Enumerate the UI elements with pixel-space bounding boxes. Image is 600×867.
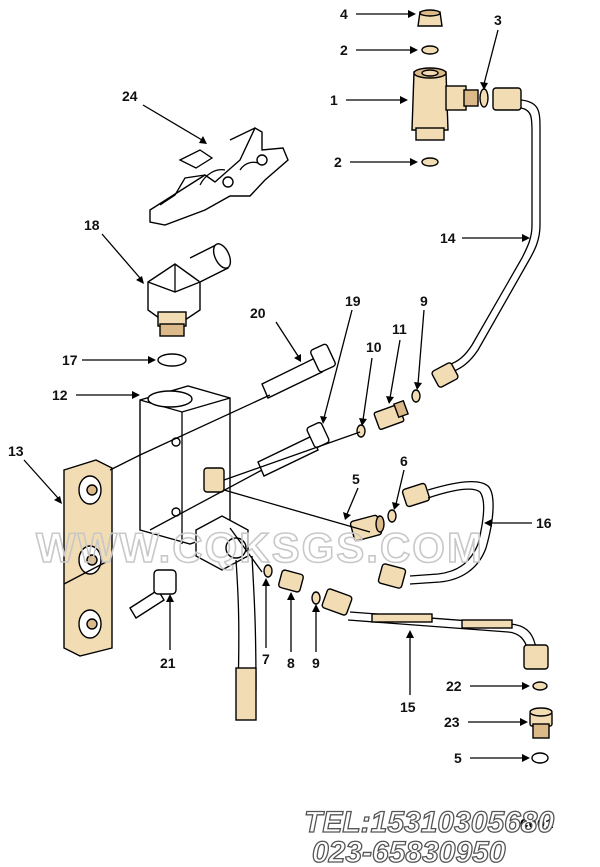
label-15: 15 [400, 699, 416, 715]
part-14-tube [431, 87, 541, 388]
part-17-o-ring [157, 353, 187, 367]
label-19: 19 [345, 293, 361, 309]
label-2-top: 2 [340, 42, 348, 58]
label-2-bottom: 2 [334, 154, 342, 170]
part-23-connector [529, 707, 553, 739]
label-16: 16 [536, 515, 552, 531]
label-10: 10 [366, 339, 382, 355]
label-6: 6 [400, 453, 408, 469]
label-9-upper: 9 [420, 293, 428, 309]
part-3-seal [479, 88, 489, 108]
label-21: 21 [160, 655, 176, 671]
part-18-elbow [147, 243, 232, 337]
label-17: 17 [62, 352, 78, 368]
contact-tel: TEL:15310305680 [304, 806, 554, 839]
label-11: 11 [392, 321, 407, 337]
part-24-clamp [149, 127, 289, 226]
part-2-washer-bottom [421, 157, 439, 167]
part-4-cap [417, 9, 443, 27]
label-22: 22 [446, 678, 462, 694]
callout-labels: 4 2 3 1 2 14 24 18 20 19 10 11 9 17 12 1… [8, 6, 552, 766]
part-1-tee-fitting [411, 67, 479, 141]
lower-fitting-bracket [195, 515, 257, 721]
part-9-washer-upper [411, 389, 421, 403]
label-18: 18 [84, 217, 100, 233]
label-14: 14 [440, 230, 456, 246]
part-12-block [139, 385, 231, 545]
part-19-bolt [257, 421, 330, 477]
label-13: 13 [8, 443, 24, 459]
part-5-connector-middle [349, 514, 385, 542]
label-5-bottom: 5 [454, 750, 462, 766]
label-24: 24 [122, 88, 138, 104]
label-8: 8 [287, 655, 295, 671]
part-11-connector [373, 399, 409, 431]
label-9-lower: 9 [312, 655, 320, 671]
part-10-washer [356, 424, 366, 438]
part-9-washer-lower [311, 591, 321, 605]
label-7: 7 [262, 651, 270, 667]
label-12: 12 [52, 387, 68, 403]
label-3: 3 [494, 12, 502, 28]
label-1: 1 [330, 92, 338, 108]
part-7-washer [263, 564, 273, 578]
leader-lines [23, 10, 532, 762]
label-4: 4 [340, 6, 348, 22]
part-22-washer [532, 681, 548, 691]
part-16-tube [377, 481, 494, 589]
part-2-washer-top [421, 45, 439, 55]
contact-phone2: 023-65830950 [312, 836, 506, 867]
footer-code: C001 [520, 817, 554, 833]
part-8-connector [278, 569, 304, 593]
label-23: 23 [444, 714, 460, 730]
part-20-bolt [261, 343, 336, 399]
label-5-middle: 5 [352, 471, 360, 487]
part-15-tube [321, 588, 549, 670]
watermark-text: WWW.CQKSGS.COM [36, 524, 484, 571]
part-6-washer [387, 509, 397, 523]
part-5-washer-bottom [531, 752, 549, 764]
part-21-bolt [129, 569, 177, 619]
block-fitting [203, 467, 225, 493]
label-20: 20 [250, 305, 266, 321]
